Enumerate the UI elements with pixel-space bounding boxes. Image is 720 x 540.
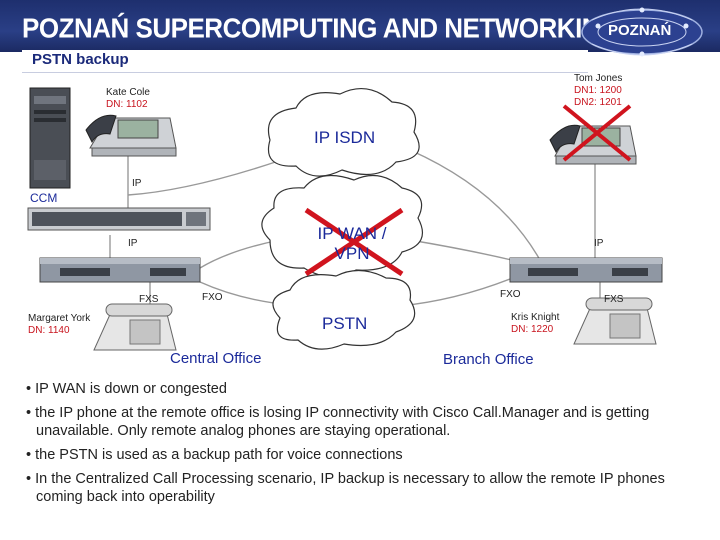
logo-text: POZNAŃ [608, 22, 672, 39]
kate-ip-phone-icon [85, 114, 177, 157]
bullet-item: • the PSTN is used as a backup path for … [26, 447, 403, 463]
tom-name: Tom Jones [574, 73, 623, 84]
link-pstn-branch [399, 274, 521, 307]
cloud-pstn [272, 269, 416, 350]
tom-phone-failure-x-icon [562, 104, 632, 162]
ip-wan-label: IP WAN / VPN [317, 224, 387, 263]
branch-router-icon [509, 257, 663, 283]
kate-dn: DN: 1102 [106, 99, 148, 110]
bullet-item: • IP WAN is down or congested [26, 381, 227, 397]
pstn-label: PSTN [322, 314, 368, 333]
tom-dn1: DN1: 1200 [574, 85, 622, 96]
ccm-label: CCM [30, 191, 58, 205]
bullet-item: • In the Centralized Call Processing sce… [26, 471, 665, 505]
ip-label-router: IP [128, 238, 138, 249]
ip-label-phone: IP [132, 178, 142, 189]
network-diagram [27, 87, 663, 351]
fxo-right-label: FXO [500, 289, 521, 300]
slide-title: PSTN backup [32, 51, 129, 68]
ccm-switch-icon [27, 207, 211, 231]
fxs-left-label: FXS [139, 294, 159, 305]
kris-name: Kris Knight [511, 312, 560, 323]
tom-dn2: DN2: 1201 [574, 97, 622, 108]
central-router-icon [39, 257, 201, 283]
link-router-wan [199, 239, 281, 269]
bullet-list: • IP WAN is down or congested • the IP p… [26, 380, 698, 512]
subtitle-bar [22, 50, 588, 73]
kris-dn: DN: 1220 [511, 324, 554, 335]
branch-office-label: Branch Office [443, 351, 534, 368]
link-wan-branch [409, 239, 521, 263]
link-isdn-branch [409, 149, 541, 261]
ccm-server-icon [29, 87, 71, 189]
fxs-right-label: FXS [604, 294, 624, 305]
header-title: POZNAŃ SUPERCOMPUTING AND NETWORKING CEN… [22, 12, 620, 76]
ip-label-branch: IP [594, 238, 604, 249]
kris-analog-phone-icon [573, 297, 657, 345]
margaret-analog-phone-icon [93, 303, 177, 351]
fxo-left-label: FXO [202, 292, 223, 303]
bullet-item: • the IP phone at the remote office is l… [26, 405, 650, 439]
wan-failure-x-icon [304, 207, 404, 277]
central-office-label: Central Office [170, 350, 262, 367]
kate-name: Kate Cole [106, 87, 150, 98]
cloud-ip-isdn [268, 87, 420, 177]
margaret-dn: DN: 1140 [28, 325, 70, 336]
institute-logo [581, 7, 703, 57]
margaret-name: Margaret York [28, 313, 91, 324]
ip-isdn-label: IP ISDN [314, 128, 376, 147]
